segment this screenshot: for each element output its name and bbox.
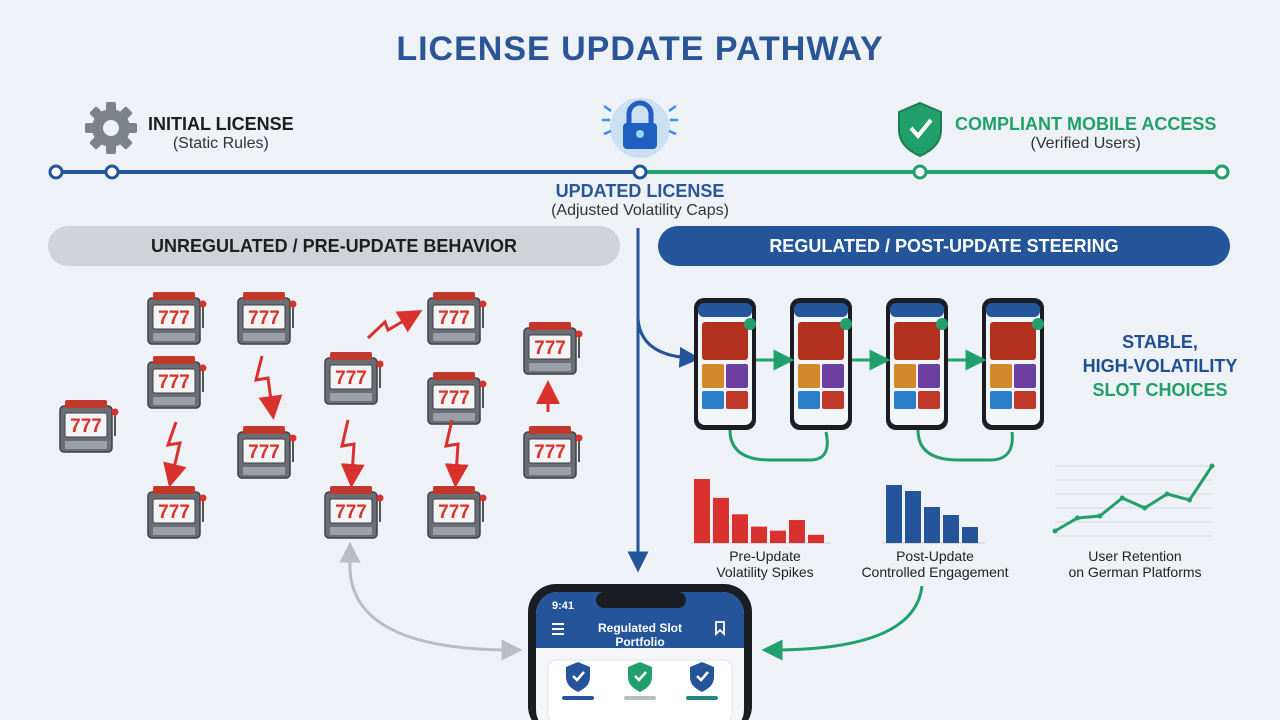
pre-update-caption-2: Volatility Spikes <box>716 564 814 580</box>
initial-license-title: INITIAL LICENSE <box>148 114 294 134</box>
post-update-chart <box>882 485 985 544</box>
slot-symbol: 777 <box>438 308 470 329</box>
initial-license-node: INITIAL LICENSE (Static Rules) <box>148 114 294 153</box>
stable-line-2: HIGH-VOLATILITY <box>1082 356 1238 376</box>
chart-point <box>1209 463 1215 469</box>
slot-symbol: 777 <box>438 388 470 409</box>
slot-machine-icon: 777 <box>59 399 120 453</box>
app-phone <box>886 298 948 430</box>
phone-time: 9:41 <box>552 600 575 612</box>
chart-bar <box>924 507 940 543</box>
chart-line <box>1054 465 1214 533</box>
slot-machine-icon: 777 <box>523 425 584 479</box>
check-icon <box>744 318 756 330</box>
lock-icon <box>602 98 678 158</box>
updated-license-subtitle: (Adjusted Volatility Caps) <box>551 202 729 219</box>
chart-point <box>1052 528 1058 534</box>
app-phone <box>982 298 1044 430</box>
app-phone <box>790 298 852 430</box>
menu-icon[interactable] <box>552 623 564 635</box>
regulated-section-header: REGULATED / POST-UPDATE STEERING <box>658 226 1230 266</box>
slot-machine-icon: 777 <box>427 371 488 425</box>
post-update-caption: Post-Update Controlled Engagement <box>855 548 1015 580</box>
chart-bar <box>962 527 978 543</box>
phone-header-title: Regulated Slot Portfolio <box>597 621 682 649</box>
compliant-access-subtitle: (Verified Users) <box>1030 135 1141 152</box>
slot-symbol: 777 <box>158 502 190 523</box>
slot-machine-icon: 777 <box>237 291 298 345</box>
slot-machine-icon: 777 <box>523 321 584 375</box>
app-phone <box>694 298 756 430</box>
slot-symbol: 777 <box>335 368 367 389</box>
chart-point <box>1074 515 1080 521</box>
shield-check-icon <box>628 662 652 692</box>
slot-machine-icon: 777 <box>147 291 208 345</box>
post-update-caption-2: Controlled Engagement <box>861 564 1009 580</box>
chart-point <box>1097 513 1103 519</box>
initial-license-subtitle: (Static Rules) <box>172 135 269 152</box>
shield-check-icon <box>898 101 942 158</box>
pre-update-chart <box>690 479 831 544</box>
chart-bar <box>905 491 921 543</box>
slot-machine-icon: 777 <box>237 425 298 479</box>
chart-bar <box>732 514 748 543</box>
slot-machine-icon: 777 <box>324 485 385 539</box>
slot-symbol: 777 <box>335 502 367 523</box>
check-icon <box>936 318 948 330</box>
chart-bar <box>808 534 824 543</box>
pre-update-caption-1: Pre-Update <box>729 548 801 564</box>
unregulated-section-header: UNREGULATED / PRE-UPDATE BEHAVIOR <box>48 226 620 266</box>
chart-bar <box>943 515 959 543</box>
slot-machine-icon: 777 <box>147 355 208 409</box>
slot-symbol: 777 <box>248 308 280 329</box>
check-icon <box>840 318 852 330</box>
slot-symbol: 777 <box>438 502 470 523</box>
pre-update-caption: Pre-Update Volatility Spikes <box>690 548 840 580</box>
slot-machine-icon: 777 <box>147 485 208 539</box>
user-icon[interactable] <box>715 621 725 637</box>
timeline-node <box>632 164 648 180</box>
updated-license-node: UPDATED LICENSE (Adjusted Volatility Cap… <box>520 181 760 220</box>
slot-machine-icon: 777 <box>324 351 385 405</box>
chart-bar <box>886 485 902 543</box>
retention-caption-2: on German Platforms <box>1068 564 1202 580</box>
compliant-access-node: COMPLIANT MOBILE ACCESS (Verified Users) <box>955 114 1216 153</box>
slot-symbol: 777 <box>534 442 566 463</box>
chart-bar <box>694 479 710 543</box>
chart-bar <box>751 526 767 543</box>
diagram-title: LICENSE UPDATE PATHWAY <box>396 30 884 68</box>
slot-symbol: 777 <box>248 442 280 463</box>
post-update-caption-1: Post-Update <box>896 548 974 564</box>
chart-bar <box>770 530 786 543</box>
shield-check-icon <box>690 662 714 692</box>
retention-caption: User Retention on German Platforms <box>1055 548 1215 580</box>
slot-machine-icon: 777 <box>427 291 488 345</box>
chart-point <box>1119 495 1125 501</box>
stable-line-3: SLOT CHOICES <box>1092 380 1228 400</box>
slot-machine-icon: 777 <box>427 485 488 539</box>
slot-symbol: 777 <box>158 372 190 393</box>
slot-symbol: 777 <box>534 338 566 359</box>
shield-check-icon <box>566 662 590 692</box>
chart-bar <box>713 497 729 543</box>
updated-license-title: UPDATED LICENSE <box>555 181 725 201</box>
chart-bar <box>789 520 805 543</box>
timeline-node <box>1214 164 1230 180</box>
gear-icon <box>85 102 137 154</box>
chart-point <box>1164 491 1170 497</box>
timeline-node <box>104 164 120 180</box>
slot-symbol: 777 <box>70 416 102 437</box>
check-icon <box>1032 318 1044 330</box>
timeline-node <box>48 164 64 180</box>
chart-point <box>1142 505 1148 511</box>
compliant-access-title: COMPLIANT MOBILE ACCESS <box>955 114 1217 134</box>
chart-point <box>1187 497 1193 503</box>
retention-caption-1: User Retention <box>1088 548 1182 564</box>
timeline-node <box>912 164 928 180</box>
stable-choices-label: STABLE, HIGH-VOLATILITY SLOT CHOICES <box>1075 330 1245 402</box>
retention-chart <box>1052 463 1215 537</box>
slot-symbol: 777 <box>158 308 190 329</box>
stable-line-1: STABLE, <box>1122 332 1198 352</box>
